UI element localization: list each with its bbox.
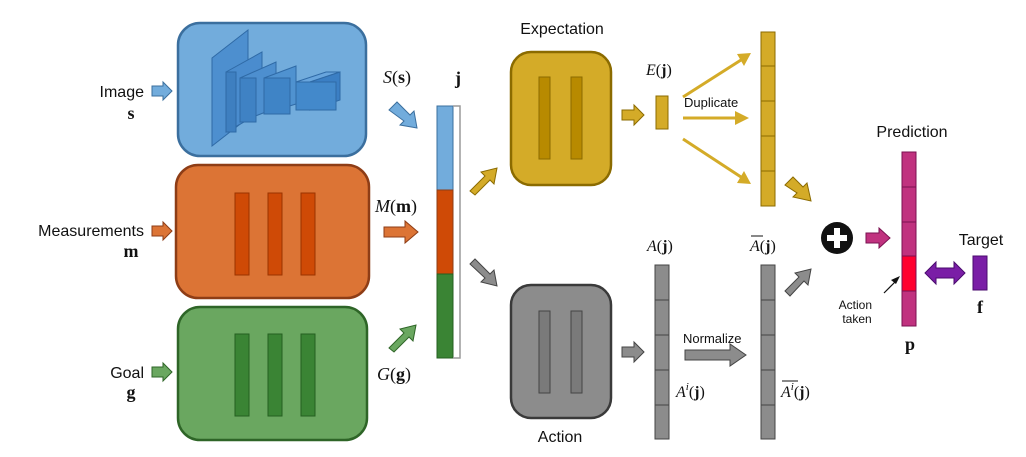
action-output-func: A xyxy=(646,238,657,255)
normalized-vector xyxy=(760,264,776,440)
normalized-output-func: A xyxy=(749,238,760,255)
duplicate-label: Duplicate xyxy=(684,95,738,110)
goal-input-arrow xyxy=(151,361,173,383)
normalized-to-sum-arrow xyxy=(784,268,812,297)
measurement-output-arg: m xyxy=(396,196,411,216)
measurements-input-arrow xyxy=(151,220,173,242)
action-element-label: Ai(j) xyxy=(675,381,705,401)
measurement-output-label: M(m) xyxy=(374,196,417,217)
goal-layer-3 xyxy=(300,333,316,417)
joint-symbol: j xyxy=(454,68,461,88)
convnet-stack-icon xyxy=(211,28,341,148)
action-layer-2 xyxy=(570,310,583,394)
perception-output-func: S xyxy=(383,67,392,87)
measurement-output-arrow xyxy=(383,219,419,245)
target-vector xyxy=(972,255,988,291)
loss-double-arrow xyxy=(924,260,966,286)
normalized-element-label: Ai(j) xyxy=(780,381,810,401)
expectation-output-label: E(j) xyxy=(645,62,672,79)
action-taken-cell xyxy=(901,255,917,292)
prediction-title: Prediction xyxy=(876,124,947,141)
goal-output-label: G(g) xyxy=(377,364,411,385)
expectation-layer-1 xyxy=(538,76,551,160)
image-input-arrow xyxy=(151,80,173,102)
normalized-output-arg: j xyxy=(764,238,770,255)
normalized-element-arg: j xyxy=(798,384,804,401)
joint-segment-goal xyxy=(436,273,454,359)
sum-operator-icon xyxy=(821,222,853,254)
action-taken-label: Action taken xyxy=(839,298,876,326)
expectation-layer-2 xyxy=(570,76,583,160)
joint-to-action-arrow xyxy=(469,258,498,287)
action-layer-1 xyxy=(538,310,551,394)
action-output-arg: j xyxy=(661,238,667,255)
target-symbol: f xyxy=(977,297,984,317)
duplicate-arrows xyxy=(682,53,751,184)
expectation-scalar xyxy=(655,95,669,130)
action-element-func: A xyxy=(675,384,686,401)
measurement-layer-3 xyxy=(300,192,316,276)
action-output-arrow xyxy=(621,340,645,364)
action-vector xyxy=(654,264,670,440)
action-taken-pointer-head xyxy=(891,276,900,284)
action-title: Action xyxy=(538,429,582,446)
joint-segment-perception xyxy=(436,105,454,191)
sum-to-prediction-arrow xyxy=(865,226,891,250)
measurements-input-symbol: m xyxy=(124,241,139,261)
normalized-output-label: A(j) xyxy=(749,238,776,255)
action-element-sup: i xyxy=(686,381,689,393)
perception-output-arrow xyxy=(388,101,418,129)
action-output-label: A(j) xyxy=(646,238,673,255)
normalize-label: Normalize xyxy=(683,331,742,346)
action-taken-line2: taken xyxy=(842,312,871,326)
normalize-arrow xyxy=(684,343,747,367)
expectation-to-sum-arrow xyxy=(784,176,812,202)
measurements-input-label: Measurements xyxy=(38,223,144,240)
expectation-title: Expectation xyxy=(520,21,604,38)
target-title: Target xyxy=(959,232,1004,249)
prediction-vector xyxy=(901,151,917,327)
expectation-output-func: E xyxy=(645,62,656,79)
goal-output-func: G xyxy=(377,364,390,384)
action-taken-line1: Action xyxy=(839,298,872,312)
perception-output-label: S(s) xyxy=(383,67,411,88)
action-element-arg: j xyxy=(693,384,699,401)
image-input-label: Image xyxy=(100,84,145,101)
measurement-output-func: M xyxy=(374,196,391,216)
goal-output-arrow xyxy=(388,324,417,353)
expectation-output-arg: j xyxy=(660,62,666,79)
goal-input-symbol: g xyxy=(127,382,136,402)
image-input-symbol: s xyxy=(127,103,134,123)
action-module-box xyxy=(509,283,613,420)
prediction-symbol: p xyxy=(905,334,915,354)
normalized-element-sup: i xyxy=(791,381,794,393)
expectation-output-arrow xyxy=(621,103,645,127)
perception-output-arg: s xyxy=(398,67,405,87)
measurement-layer-1 xyxy=(234,192,250,276)
measurement-layer-2 xyxy=(267,192,283,276)
joint-to-expectation-arrow xyxy=(469,167,498,196)
expectation-vector xyxy=(760,31,776,207)
goal-layer-2 xyxy=(267,333,283,417)
joint-bracket xyxy=(453,105,461,359)
goal-layer-1 xyxy=(234,333,250,417)
goal-output-arg: g xyxy=(396,364,405,384)
expectation-module-box xyxy=(509,50,613,187)
goal-input-label: Goal xyxy=(110,365,144,382)
normalized-element-func: A xyxy=(780,384,791,401)
joint-segment-measurement xyxy=(436,189,454,275)
